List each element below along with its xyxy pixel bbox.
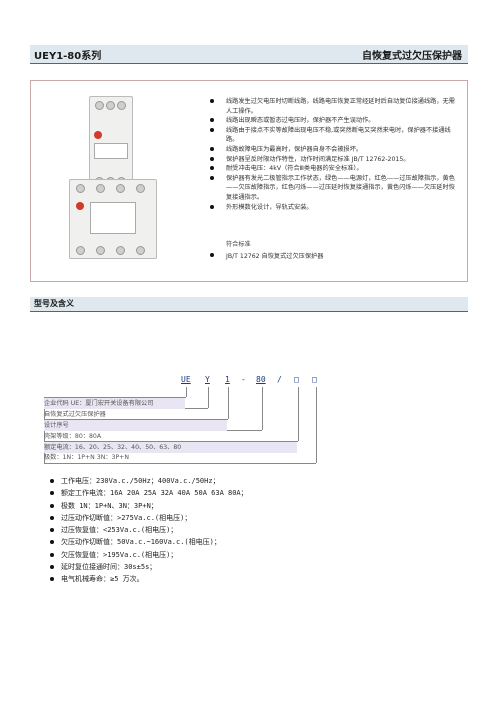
terminal-icon [76,246,85,255]
bullet-icon [210,127,214,132]
terminal-icon [96,246,105,255]
list-item: 线路出现瞬态或暂态过电压时，保护器不产生误动作。 [206,116,456,126]
connector-line [298,387,299,441]
bullet-icon [50,503,54,508]
bullet-icon [50,565,54,570]
list-item: 额定工作电流：16A 20A 25A 32A 40A 50A 63A 80A； [48,487,248,499]
terminal-icon [136,246,145,255]
connector-line [228,387,229,419]
spec-list: 工作电压：230Va.c./50Hz；400Va.c./50Hz； 额定工作电流… [48,475,248,586]
bullet-icon [210,146,214,151]
model-line-current: 额定电流：16、20、25、32、40、50、63、80 [44,442,297,453]
product-image-1p [89,96,133,190]
connector-line [186,387,187,397]
terminal-icon [106,101,115,110]
bullet-icon [210,175,214,180]
series-title: UEY1-80系列 [34,51,102,62]
model-line-type: 自恢复式过欠压保护器 [44,411,106,418]
bullet-icon [210,156,214,161]
standard-item: JB/T 12762 自恢复式过欠压保护器 [206,251,323,260]
code-part-design: 1 [225,375,230,384]
device-label [90,202,136,234]
model-line-poles: 极数：1N：1P+N 3N：3P+N [44,454,129,461]
list-item: 电气机械寿命：≥5 万次。 [48,573,248,585]
bullet-icon [50,540,54,545]
code-part-company: UE [181,375,191,384]
list-item: 线路故障电压为最高时，保护器自身不会被损坏。 [206,145,456,155]
standard-title: 符合标准 [226,241,251,248]
product-title: 自恢复式过欠压保护器 [362,51,462,62]
code-part-frame: 80 [256,375,266,384]
feature-list: 线路发生过欠电压时切断线路，线路电压恢复正常经延时后自动复位接通线路，无需人工操… [206,97,456,212]
connector-line [262,387,263,430]
bullet-icon [210,166,214,171]
connector-line [44,441,298,442]
list-item: 工作电压：230Va.c./50Hz；400Va.c./50Hz； [48,475,248,487]
list-item: 欠压恢复值：>195Va.c.(相电压)； [48,549,248,561]
connector-line [44,463,316,464]
code-box-current: □ [294,375,299,384]
bullet-icon [50,577,54,582]
list-item: 保护器有发光二极管指示工作状态，绿色——电源灯，红色——过压故障指示，黄色——欠… [206,174,456,203]
terminal-icon [76,184,85,193]
list-item: 耐受冲击电压：4kV（符合Ⅲ类电器的安全标准）。 [206,164,456,174]
terminal-icon [116,184,125,193]
list-item: 延时复位接通时间：30s±5s； [48,561,248,573]
model-line-frame: 壳架等级：80：80A [44,433,102,440]
code-dash: - [241,375,246,384]
bullet-icon [210,253,214,257]
model-line-company: 企业代码 UE：厦门宏开关设备有限公司 [44,398,185,409]
list-item: 过压动作切断值：>275Va.c.(相电压)； [48,512,248,524]
bullet-icon [210,99,214,103]
feature-panel: 线路发生过欠电压时切断线路，线路电压恢复正常经延时后自动复位接通线路，无需人工操… [30,80,468,282]
terminal-icon [136,184,145,193]
brand-logo-icon [94,131,102,139]
list-item: 外形模数化设计，导轨式安装。 [206,203,456,213]
bullet-icon [50,552,54,557]
connector-line [44,419,228,420]
connector-line [44,397,186,398]
connector-line [208,387,209,408]
terminal-icon [95,101,104,110]
series-header: UEY1-80系列 自恢复式过欠压保护器 [30,45,468,64]
brand-logo-icon [76,202,84,210]
list-item: 线路由于接点不实等故障出现电压不稳,或突然断电又突然来电时，保护器不接通线路。 [206,126,456,145]
terminal-icon [96,184,105,193]
list-item: 线路发生过欠电压时切断线路，线路电压恢复正常经延时后自动复位接通线路，无需人工操… [206,97,456,116]
connector-line [316,387,317,463]
bullet-icon [50,515,54,520]
device-label [94,143,128,159]
model-line-design: 设计序号 [44,420,227,431]
bullet-icon [210,118,214,123]
code-box-poles: □ [312,375,317,384]
list-item: 极数 1N：1P+N、3N：3P+N； [48,500,248,512]
bullet-icon [50,528,54,533]
list-item: 保护器呈反时限动作特性，动作时间满足标准 JB/T 12762-2015。 [206,155,456,165]
section-title: 型号及含义 [34,299,74,308]
model-section-header: 型号及含义 [30,297,468,312]
list-item: 欠压动作切断值：50Va.c.~160Va.c.(相电压)； [48,536,248,548]
bullet-icon [210,204,214,209]
list-item: 过压恢复值：<253Va.c.(相电压)； [48,524,248,536]
product-image-3p [69,179,157,259]
bullet-icon [50,479,54,483]
terminal-icon [117,101,126,110]
code-part-type: Y [205,375,210,384]
bullet-icon [50,491,54,496]
code-slash: / [277,375,282,384]
terminal-icon [116,246,125,255]
